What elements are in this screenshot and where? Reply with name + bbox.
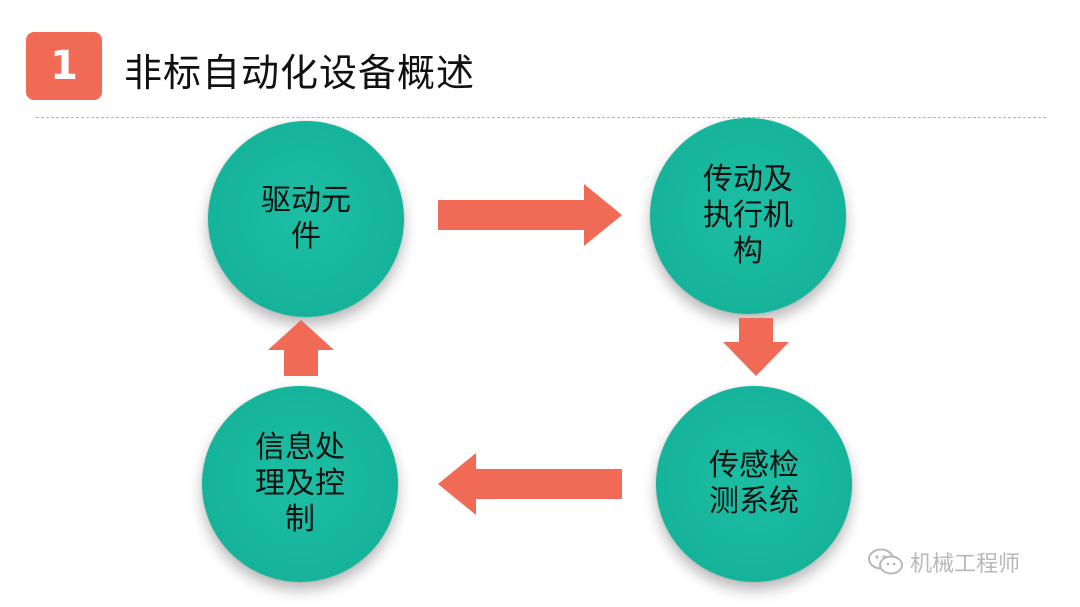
arrow-right-icon xyxy=(438,184,622,246)
page-title: 非标自动化设备概述 xyxy=(124,51,476,95)
arrow-up-icon xyxy=(268,320,334,376)
node-label: 传动及执行机构 xyxy=(703,162,793,269)
arrow-down-icon xyxy=(723,318,789,376)
watermark-text: 机械工程师 xyxy=(910,552,1021,577)
watermark: 机械工程师 xyxy=(868,546,1020,578)
node-sensing-system: 传感检测系统 xyxy=(656,386,852,582)
node-label: 传感检测系统 xyxy=(709,448,799,519)
node-label: 信息处理及控制 xyxy=(255,430,345,537)
section-number-badge: 1 xyxy=(26,32,102,100)
dashed-divider xyxy=(36,117,1046,118)
wechat-icon xyxy=(868,548,903,575)
node-label: 驱动元件 xyxy=(261,183,351,254)
node-info-processing-control: 信息处理及控制 xyxy=(202,386,398,582)
node-drive-element: 驱动元件 xyxy=(208,121,404,317)
arrow-left-icon xyxy=(438,453,622,515)
node-transmission-mechanism: 传动及执行机构 xyxy=(650,118,846,314)
